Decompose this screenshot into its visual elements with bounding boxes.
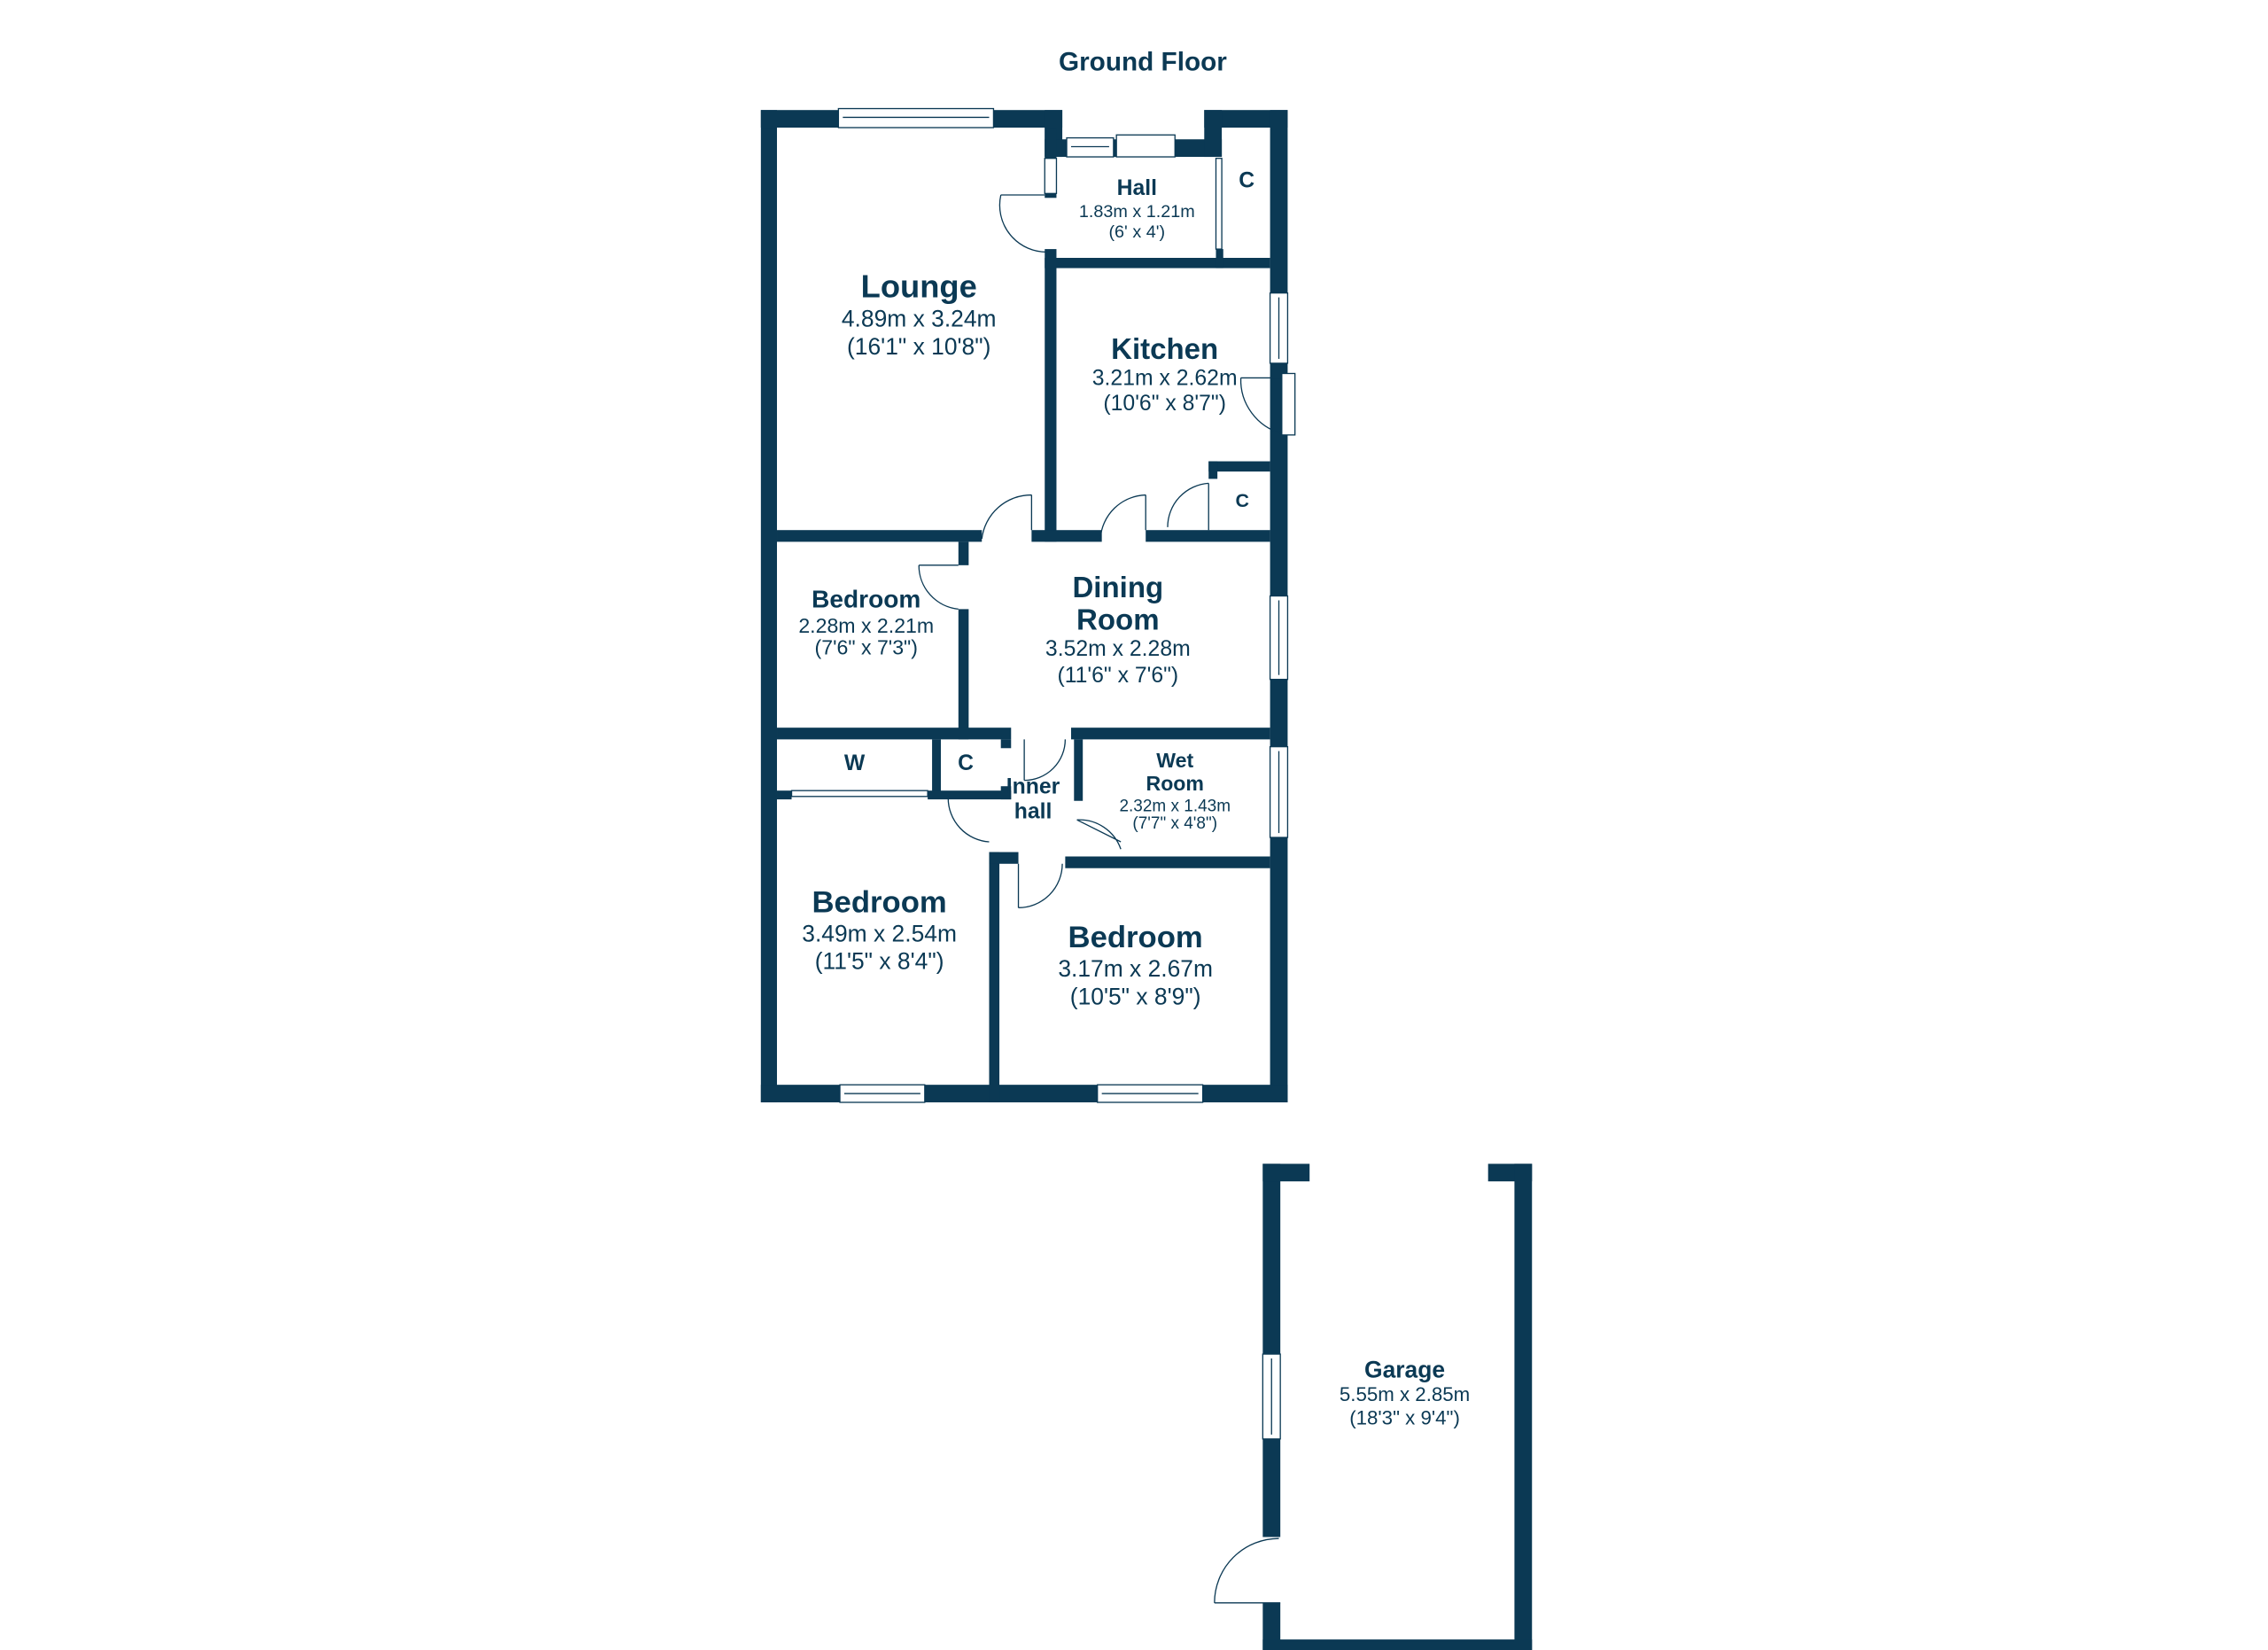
svg-text:Garage: Garage: [1364, 1356, 1445, 1382]
svg-text:Wet: Wet: [1156, 749, 1193, 772]
floor-title: Ground Floor: [1059, 48, 1227, 77]
room-garage: Garage 5.55m x 2.85m (18'3" x 9'4"): [1340, 1356, 1470, 1428]
svg-text:(16'1" x 10'8"): (16'1" x 10'8"): [847, 333, 990, 360]
room-bedroom-small: Bedroom 2.28m x 2.21m (7'6" x 7'3"): [798, 586, 934, 659]
room-wardrobe: W C: [844, 751, 974, 775]
room-dining: Dining Room 3.52m x 2.28m (11'6" x 7'6"): [1045, 571, 1191, 688]
svg-text:(7'7" x 4'8"): (7'7" x 4'8"): [1132, 814, 1217, 833]
svg-text:Inner: Inner: [1006, 774, 1060, 798]
svg-text:4.89m x 3.24m: 4.89m x 3.24m: [842, 306, 997, 332]
svg-text:(18'3" x 9'4"): (18'3" x 9'4"): [1349, 1406, 1460, 1428]
room-hall: Hall 1.83m x 1.21m (6' x 4') C: [1079, 169, 1254, 242]
svg-text:(10'6" x 8'7"): (10'6" x 8'7"): [1103, 392, 1226, 416]
svg-text:C: C: [958, 751, 974, 775]
svg-text:hall: hall: [1014, 800, 1052, 824]
svg-text:(7'6" x 7'3"): (7'6" x 7'3"): [815, 636, 918, 659]
svg-text:3.49m x 2.54m: 3.49m x 2.54m: [802, 920, 957, 946]
room-inner-hall: Inner hall: [1006, 774, 1060, 823]
svg-text:2.32m x 1.43m: 2.32m x 1.43m: [1119, 797, 1231, 815]
svg-text:2.28m x 2.21m: 2.28m x 2.21m: [798, 614, 934, 637]
svg-text:3.52m x 2.28m: 3.52m x 2.28m: [1045, 637, 1191, 661]
svg-text:C: C: [1235, 490, 1249, 511]
svg-text:Dining: Dining: [1072, 571, 1163, 603]
svg-text:C: C: [1239, 169, 1254, 193]
svg-text:1.83m x 1.21m: 1.83m x 1.21m: [1079, 202, 1195, 222]
svg-text:Bedroom: Bedroom: [812, 885, 947, 919]
svg-text:(11'5" x 8'4"): (11'5" x 8'4"): [815, 948, 944, 975]
svg-text:W: W: [844, 751, 866, 775]
svg-text:Bedroom: Bedroom: [1068, 921, 1203, 954]
svg-text:Room: Room: [1146, 772, 1204, 795]
svg-text:(10'5" x 8'9"): (10'5" x 8'9"): [1070, 983, 1201, 1009]
svg-text:Hall: Hall: [1117, 176, 1157, 200]
svg-text:Room: Room: [1076, 603, 1160, 636]
windows: [790, 107, 1296, 1440]
room-wet-room: Wet Room 2.32m x 1.43m (7'7" x 4'8"): [1119, 749, 1231, 833]
svg-text:3.21m x 2.62m: 3.21m x 2.62m: [1092, 367, 1238, 391]
svg-text:Kitchen: Kitchen: [1111, 332, 1218, 365]
room-bedroom-right: Bedroom 3.17m x 2.67m (10'5" x 8'9"): [1058, 921, 1213, 1009]
room-bedroom-left: Bedroom 3.49m x 2.54m (11'5" x 8'4"): [802, 885, 957, 974]
svg-text:(11'6" x 7'6"): (11'6" x 7'6"): [1057, 664, 1178, 688]
doors: [918, 194, 1282, 1604]
svg-text:Lounge: Lounge: [861, 269, 977, 305]
room-kitchen: Kitchen 3.21m x 2.62m (10'6" x 8'7") C: [1092, 332, 1249, 511]
svg-text:(6' x 4'): (6' x 4'): [1108, 222, 1165, 242]
svg-text:3.17m x 2.67m: 3.17m x 2.67m: [1058, 955, 1213, 982]
svg-text:5.55m x 2.85m: 5.55m x 2.85m: [1340, 1383, 1470, 1405]
svg-text:Bedroom: Bedroom: [812, 586, 920, 613]
room-lounge: Lounge 4.89m x 3.24m (16'1" x 10'8"): [842, 269, 997, 360]
